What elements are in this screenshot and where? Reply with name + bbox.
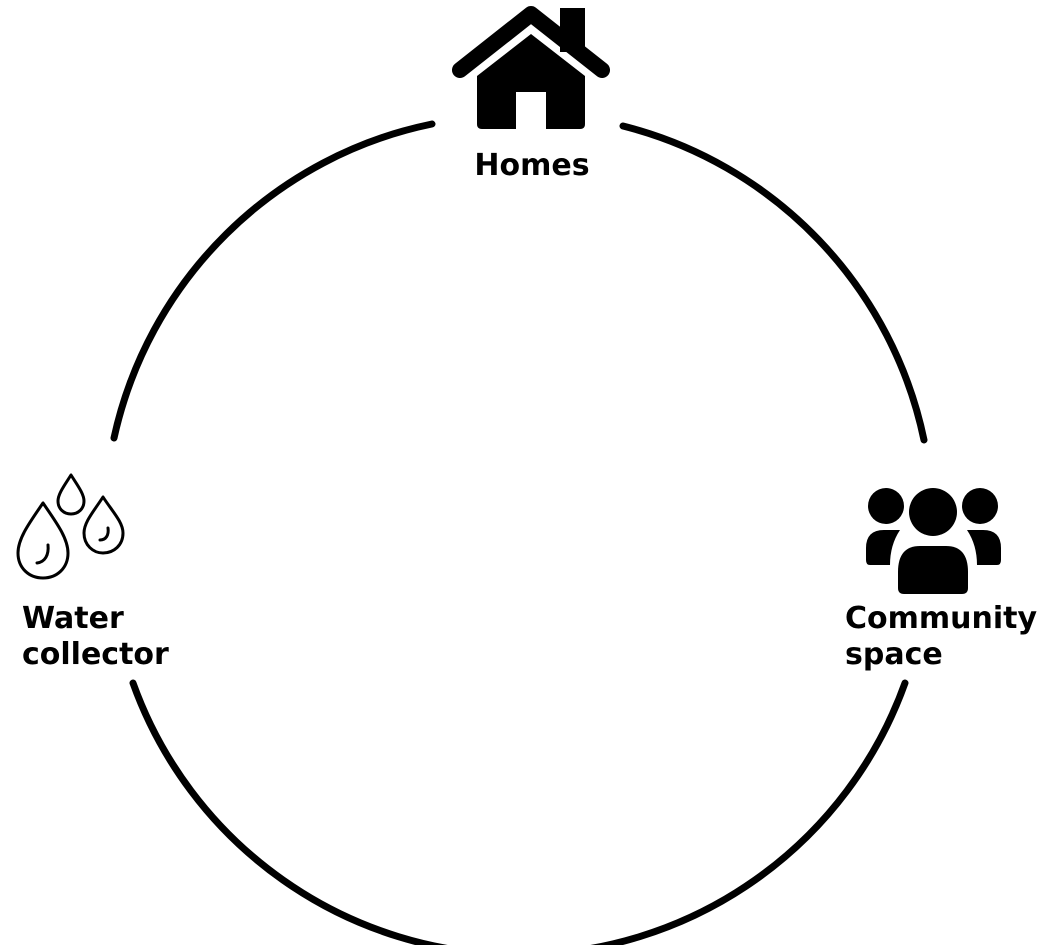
homes-label-line-1: Homes [474, 148, 589, 183]
water-drops-icon [16, 473, 125, 580]
house-icon [452, 6, 610, 129]
people-group-icon [866, 488, 1001, 594]
node-community-space: Community space [845, 488, 1043, 672]
community-space-label-line-2: space [845, 637, 943, 672]
community-space-label-line-1: Community [845, 601, 1037, 636]
arc-community-to-water [129, 679, 909, 945]
cycle-ring [110, 120, 928, 945]
community-space-label: Community space [845, 601, 1043, 672]
water-collector-label-line-1: Water [22, 601, 124, 636]
arc-homes-to-community [619, 122, 928, 444]
water-collector-label: Water collector [22, 601, 169, 672]
water-collector-label-line-2: collector [22, 637, 169, 672]
node-water-collector: Water collector [16, 473, 169, 672]
arc-water-to-homes [110, 120, 436, 442]
homes-label: Homes [474, 148, 589, 183]
node-homes: Homes [452, 6, 610, 183]
